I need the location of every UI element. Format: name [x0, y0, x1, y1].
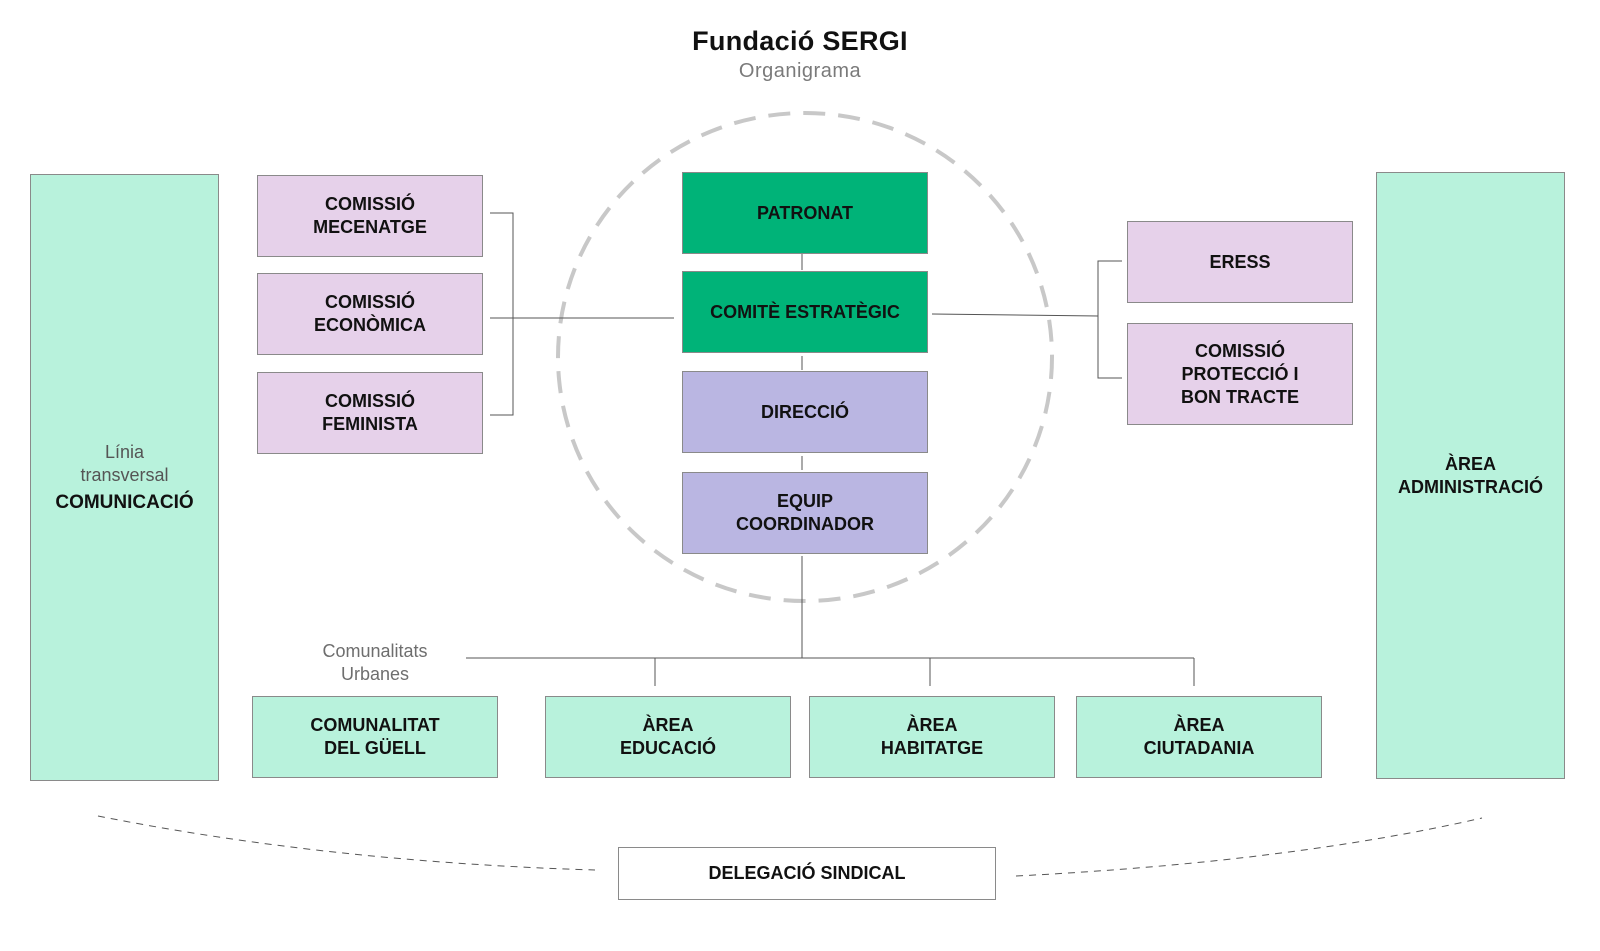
- urban-label: Comunalitats Urbanes: [300, 640, 450, 686]
- urban-label-line2: Urbanes: [340, 664, 410, 684]
- unit-line1: ÀREA: [642, 715, 694, 735]
- commission-mecenatge: COMISSIÓ MECENATGE: [257, 175, 483, 257]
- unit-line1: ÀREA: [906, 715, 958, 735]
- commission-line1: COMISSIÓ: [324, 292, 415, 312]
- unit-line2: CIUTADANIA: [1143, 738, 1255, 758]
- equip-line2: COORDINADOR: [736, 514, 874, 534]
- proteccio-line3: BON TRACTE: [1181, 386, 1299, 407]
- commission-line2: ECONÒMICA: [314, 315, 426, 335]
- panel-label-line1: Línia: [104, 442, 145, 462]
- direccio-label: DIRECCIÓ: [760, 401, 849, 422]
- panel-label-line2: transversal: [80, 465, 169, 485]
- panel-name: COMUNICACIÓ: [55, 492, 194, 513]
- patronat-label: PATRONAT: [757, 202, 853, 223]
- admin-line2: ADMINISTRACIÓ: [1398, 476, 1543, 497]
- commission-proteccio: COMISSIÓ PROTECCIÓ I BON TRACTE: [1127, 323, 1353, 425]
- unit-line2: HABITATGE: [880, 738, 984, 758]
- unit-line2: DEL GÜELL: [324, 738, 426, 758]
- chart-title: Fundació SERGI: [692, 26, 908, 56]
- communication-panel: Línia transversal COMUNICACIÓ: [30, 174, 219, 781]
- eress-box: ERESS: [1127, 221, 1353, 303]
- union-label: DELEGACIÓ SINDICAL: [708, 863, 906, 883]
- commission-economica: COMISSIÓ ECONÒMICA: [257, 273, 483, 355]
- direccio-box: DIRECCIÓ: [682, 371, 928, 453]
- equip-coordinador-box: EQUIP COORDINADOR: [682, 472, 928, 554]
- unit-line1: ÀREA: [1173, 715, 1225, 735]
- comite-label: COMITÈ ESTRATÈGIC: [710, 301, 900, 322]
- proteccio-line1: COMISSIÓ: [1194, 340, 1285, 361]
- proteccio-line2: PROTECCIÓ I: [1181, 363, 1299, 384]
- commission-line1: COMISSIÓ: [324, 194, 415, 214]
- urban-label-line1: Comunalitats: [322, 641, 428, 661]
- unit-area-educacio: ÀREA EDUCACIÓ: [545, 696, 791, 778]
- commission-line2: MECENATGE: [313, 217, 427, 237]
- comite-estrategic-box: COMITÈ ESTRATÈGIC: [682, 271, 928, 353]
- delegacio-sindical-box: DELEGACIÓ SINDICAL: [618, 847, 996, 900]
- admin-line1: ÀREA: [1444, 453, 1496, 474]
- unit-area-habitatge: ÀREA HABITATGE: [809, 696, 1055, 778]
- equip-line1: EQUIP: [776, 491, 833, 511]
- patronat-box: PATRONAT: [682, 172, 928, 254]
- unit-line1: COMUNALITAT: [310, 715, 440, 735]
- unit-comunalitat-guell: COMUNALITAT DEL GÜELL: [252, 696, 498, 778]
- chart-subtitle: Organigrama: [738, 60, 862, 82]
- commission-line1: COMISSIÓ: [324, 391, 415, 411]
- administration-panel: ÀREA ADMINISTRACIÓ: [1376, 172, 1565, 779]
- commission-feminista: COMISSIÓ FEMINISTA: [257, 372, 483, 454]
- unit-line2: EDUCACIÓ: [619, 738, 716, 758]
- dashed-core-circle: [556, 111, 1054, 603]
- eress-label: ERESS: [1209, 251, 1271, 272]
- commission-line2: FEMINISTA: [322, 414, 418, 434]
- unit-area-ciutadania: ÀREA CIUTADANIA: [1076, 696, 1322, 778]
